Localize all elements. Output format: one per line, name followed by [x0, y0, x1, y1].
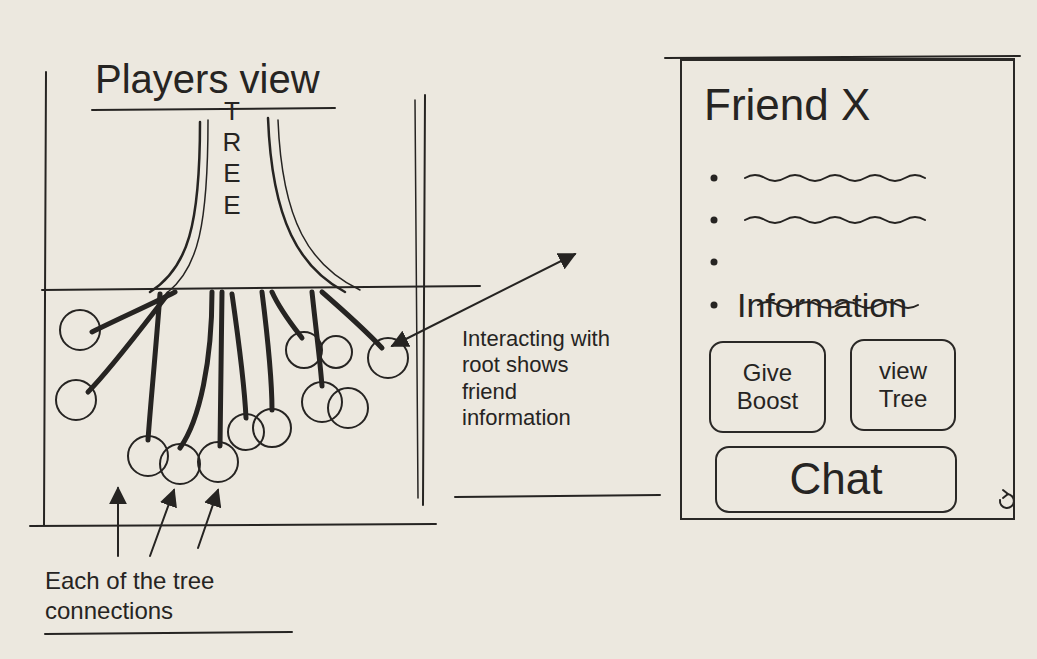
- trunk-label: TREE: [219, 96, 245, 221]
- frame-line: [423, 95, 425, 505]
- frame-line: [415, 100, 418, 498]
- text-holder: Information: [737, 285, 907, 326]
- sketch-title: Players view: [95, 55, 320, 103]
- leader-arrow: [150, 490, 174, 556]
- tree-roots: [88, 292, 382, 448]
- button-label: view Tree: [858, 357, 948, 412]
- underline: [92, 108, 335, 110]
- button-label: Chat: [790, 454, 883, 505]
- panel-heading: Friend X: [704, 79, 870, 132]
- action-button: Give Boost: [709, 341, 826, 433]
- frame-line: [44, 72, 46, 525]
- text-holder: Friend X: [704, 79, 870, 132]
- tree-trunk: [278, 120, 360, 290]
- tree-trunk: [168, 120, 208, 292]
- leader-arrow: [117, 488, 119, 556]
- action-button: Chat: [715, 446, 957, 513]
- text-holder: Players view: [95, 55, 320, 103]
- tree-trunk: [150, 122, 200, 292]
- bullet-dot: [711, 175, 718, 309]
- friend-panel: Friend X InformationGive Boost view TreeCh…: [680, 58, 1015, 520]
- button-label: Give Boost: [717, 359, 818, 414]
- ground-line: [42, 286, 480, 290]
- info-text: Information: [737, 285, 907, 326]
- frame-line: [30, 524, 436, 526]
- text-holder: TREE: [219, 96, 245, 221]
- root-circle: [56, 310, 408, 484]
- annotation-note: Each of the tree connections: [45, 566, 307, 626]
- annotation-note: Interacting with root shows friend infor…: [462, 326, 612, 432]
- underline: [455, 495, 660, 497]
- action-button: view Tree: [850, 339, 956, 431]
- text-holder: Each of the tree connections: [45, 566, 307, 626]
- underline: [45, 632, 292, 634]
- leader-arrow: [198, 490, 218, 548]
- text-holder: Interacting with root shows friend infor…: [462, 326, 612, 432]
- refresh-icon: [1003, 490, 1008, 498]
